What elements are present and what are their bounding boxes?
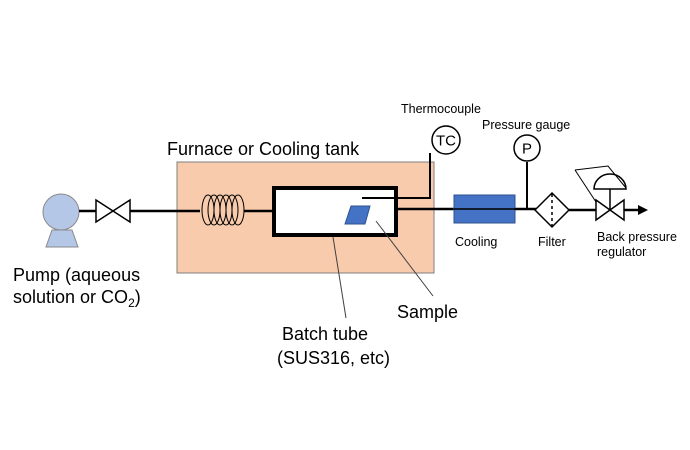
pump-label-line2: solution or CO2) <box>13 287 141 310</box>
pump-label-subscript: 2 <box>128 296 135 310</box>
back-pressure-regulator-icon <box>574 165 627 222</box>
pump-label-main: solution or CO <box>13 287 128 307</box>
tc-symbol: TC <box>436 133 456 150</box>
p-symbol: P <box>522 141 532 158</box>
sample-icon <box>344 205 371 225</box>
cooling-label: Cooling <box>455 235 497 249</box>
thermocouple-label: Thermocouple <box>401 102 481 116</box>
filter-icon <box>533 191 571 229</box>
pressure-gauge-label: Pressure gauge <box>482 118 570 132</box>
outlet-arrow-icon <box>638 205 648 215</box>
bpr-label-line2: regulator <box>597 245 646 259</box>
pump-label-end: ) <box>135 287 141 307</box>
thermocouple-icon <box>431 125 461 155</box>
furnace-label: Furnace or Cooling tank <box>167 139 360 159</box>
batch-tube-leader-line <box>332 236 347 319</box>
batch-tube-label-line1: Batch tube <box>282 324 368 344</box>
batch-tube <box>272 186 398 237</box>
sample-label: Sample <box>397 302 458 322</box>
pressure-gauge-icon <box>513 134 541 162</box>
sample-leader-line <box>375 220 434 297</box>
pump-label-line1: Pump (aqueous <box>13 265 140 285</box>
filter-label: Filter <box>538 235 566 249</box>
pump-icon <box>42 193 80 248</box>
batch-tube-label-line2: (SUS316, etc) <box>277 348 390 368</box>
bpr-label-line1: Back pressure <box>597 230 677 244</box>
thermocouple-probe <box>362 153 431 199</box>
inlet-valve-icon <box>95 198 131 224</box>
